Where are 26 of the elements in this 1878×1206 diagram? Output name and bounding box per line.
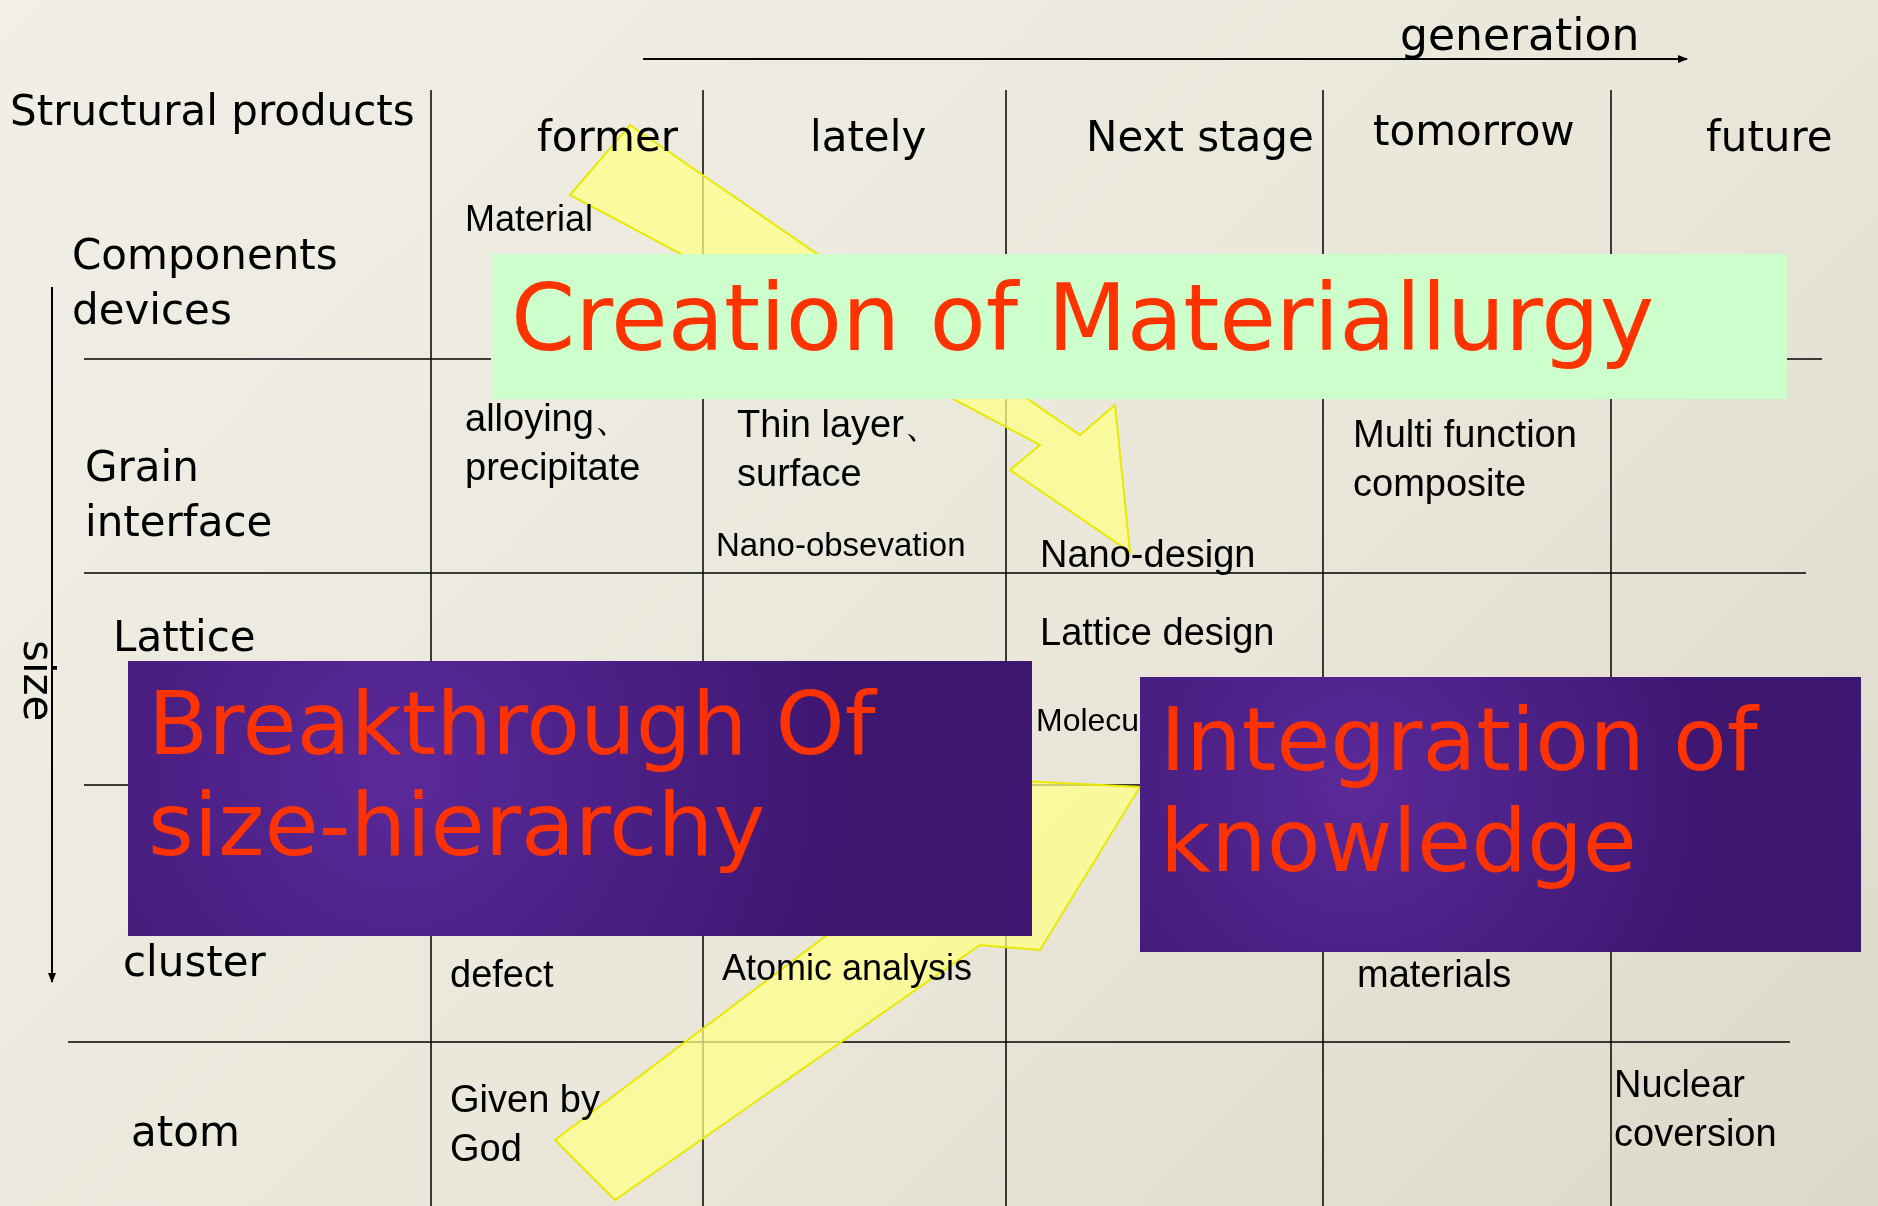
table-cell-text: Given by God [450,1077,600,1172]
row-header: Lattice [113,611,256,663]
table-cell-text: Molecu [1036,701,1140,740]
table-cell-text: alloying、 precipitate [465,396,642,491]
column-header: tomorrow [1373,105,1575,157]
table-cell-text: Multi function composite [1353,412,1578,507]
table-cell-text: Nuclear coversion [1614,1062,1778,1157]
table-cell-text: Material [465,197,594,241]
title-banner: Creation of Materiallurgy [491,254,1787,399]
axis-label: size [12,640,64,722]
column-header: lately [810,111,927,163]
row-header: atom [131,1106,240,1158]
column-header: Next stage [1086,111,1314,163]
axis-label: generation [1400,8,1640,62]
title-banner: Integration of knowledge [1140,677,1861,952]
table-cell-text: Lattice design [1040,610,1275,655]
row-header: Grain interface [85,441,274,548]
table-cell-text: Nano-design [1040,532,1256,577]
row-header: Structural products [10,85,415,137]
table-cell-text: defect [450,952,554,997]
row-header: cluster [123,936,266,988]
table-cell-text: materials [1357,952,1512,997]
title-banner: Breakthrough Of size-hierarchy [128,661,1032,936]
table-cell-text: Nano-obsevation [716,525,966,565]
column-header: future [1706,111,1833,163]
table-cell-text: Thin layer、 surface [737,402,943,497]
